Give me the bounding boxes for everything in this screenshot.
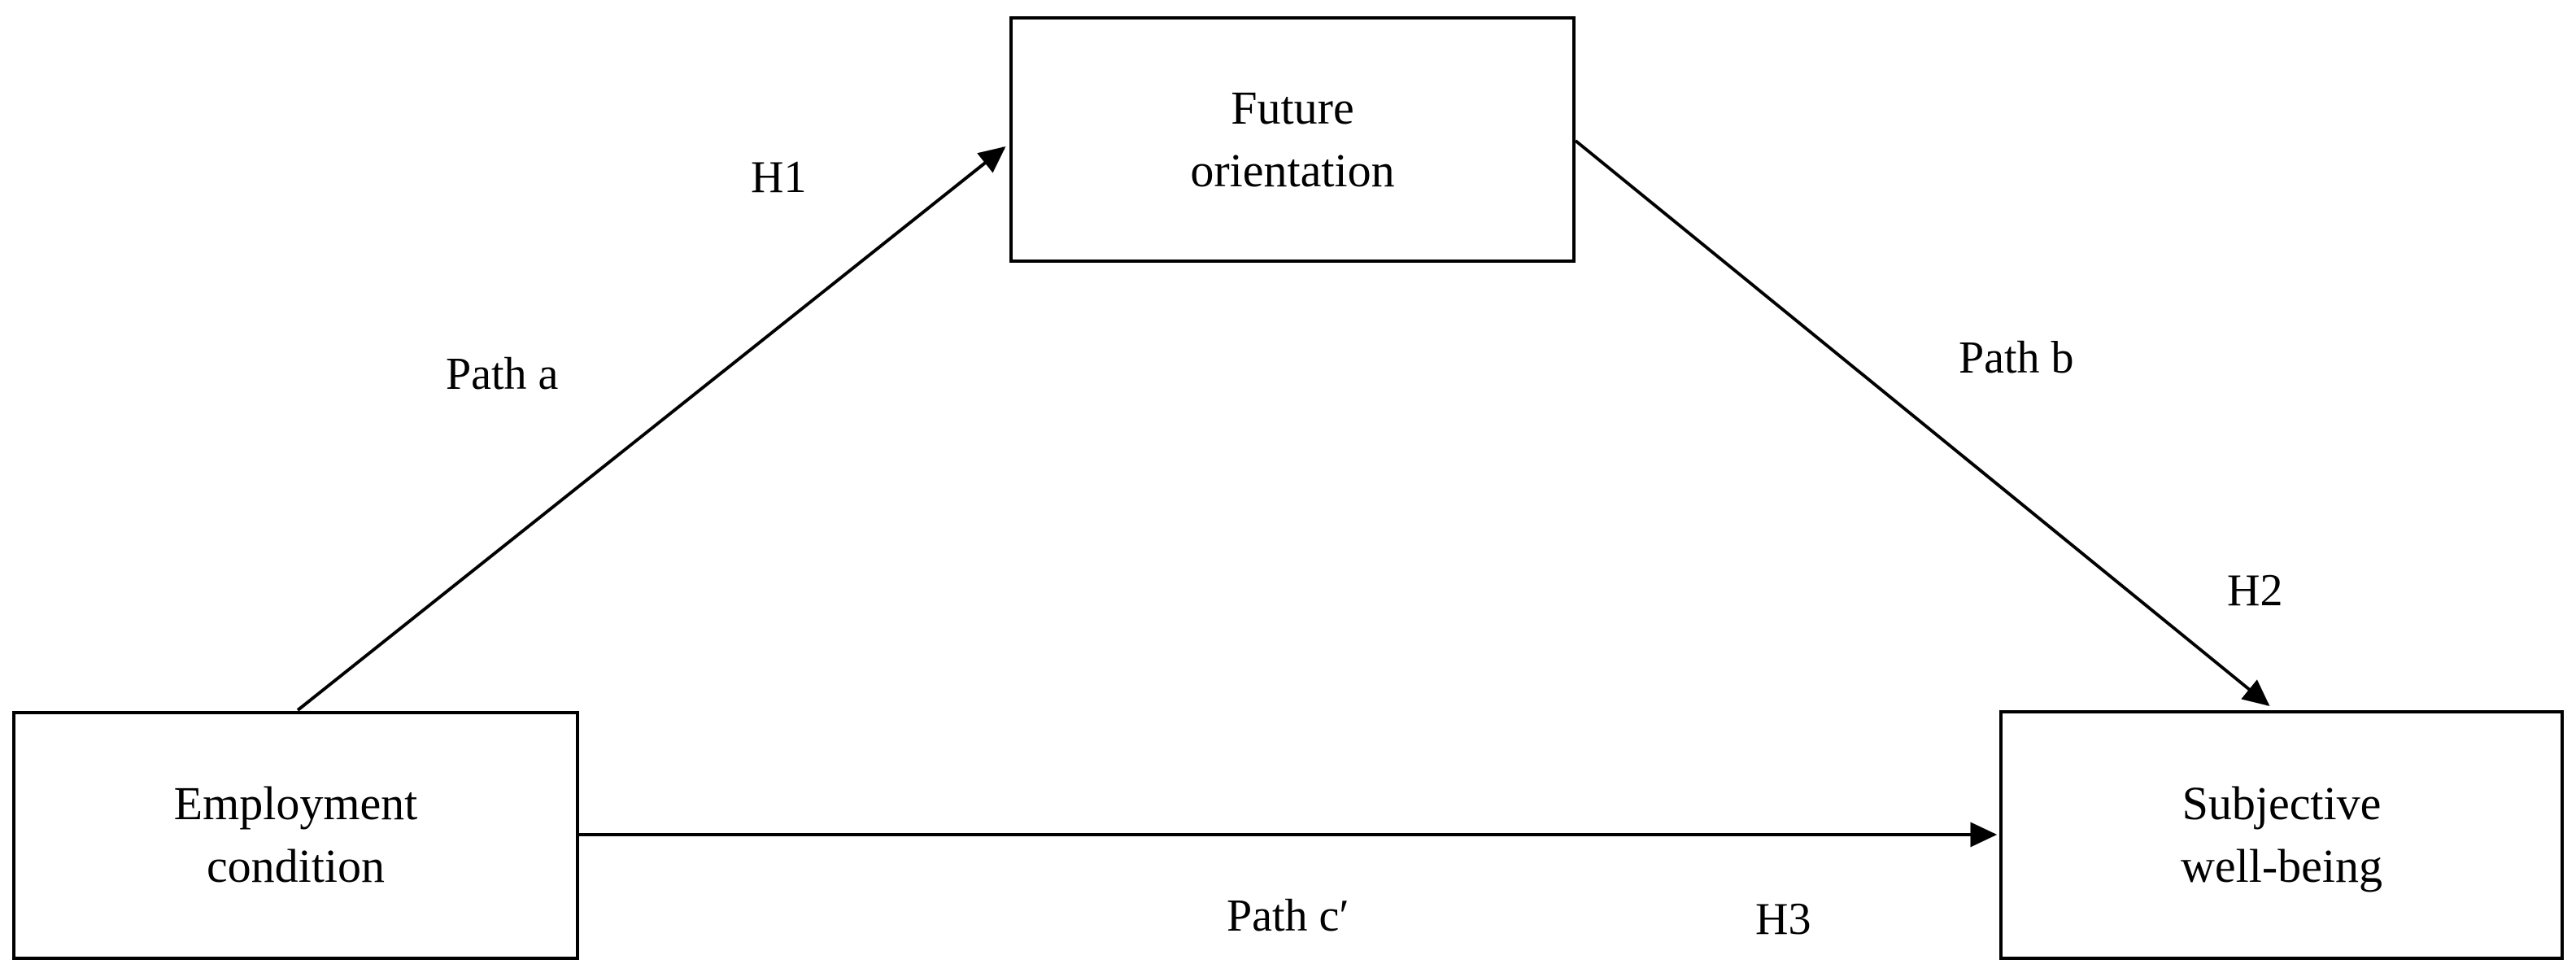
edge-label-path-a: Path a xyxy=(446,349,559,399)
edge-label-h3: H3 xyxy=(1755,894,1811,944)
node-employment-condition-label: Employment condition xyxy=(173,777,418,892)
edge-label-path-b: Path b xyxy=(1959,333,2074,383)
edge-label-path-c-prime: Path c′ xyxy=(1227,891,1349,941)
edge-path-b-line xyxy=(1574,139,2270,707)
edge-label-h1: H1 xyxy=(751,152,807,203)
node-employment-condition: Employment condition xyxy=(12,711,579,960)
node-future-orientation: Future orientation xyxy=(1009,16,1576,263)
edge-label-h2: H2 xyxy=(2227,565,2283,616)
node-subjective-well-being-label: Subjective well-being xyxy=(2180,776,2383,892)
node-subjective-well-being: Subjective well-being xyxy=(1999,710,2564,960)
edge-path-a-line xyxy=(296,146,1006,712)
node-future-orientation-label: Future orientation xyxy=(1190,81,1395,197)
